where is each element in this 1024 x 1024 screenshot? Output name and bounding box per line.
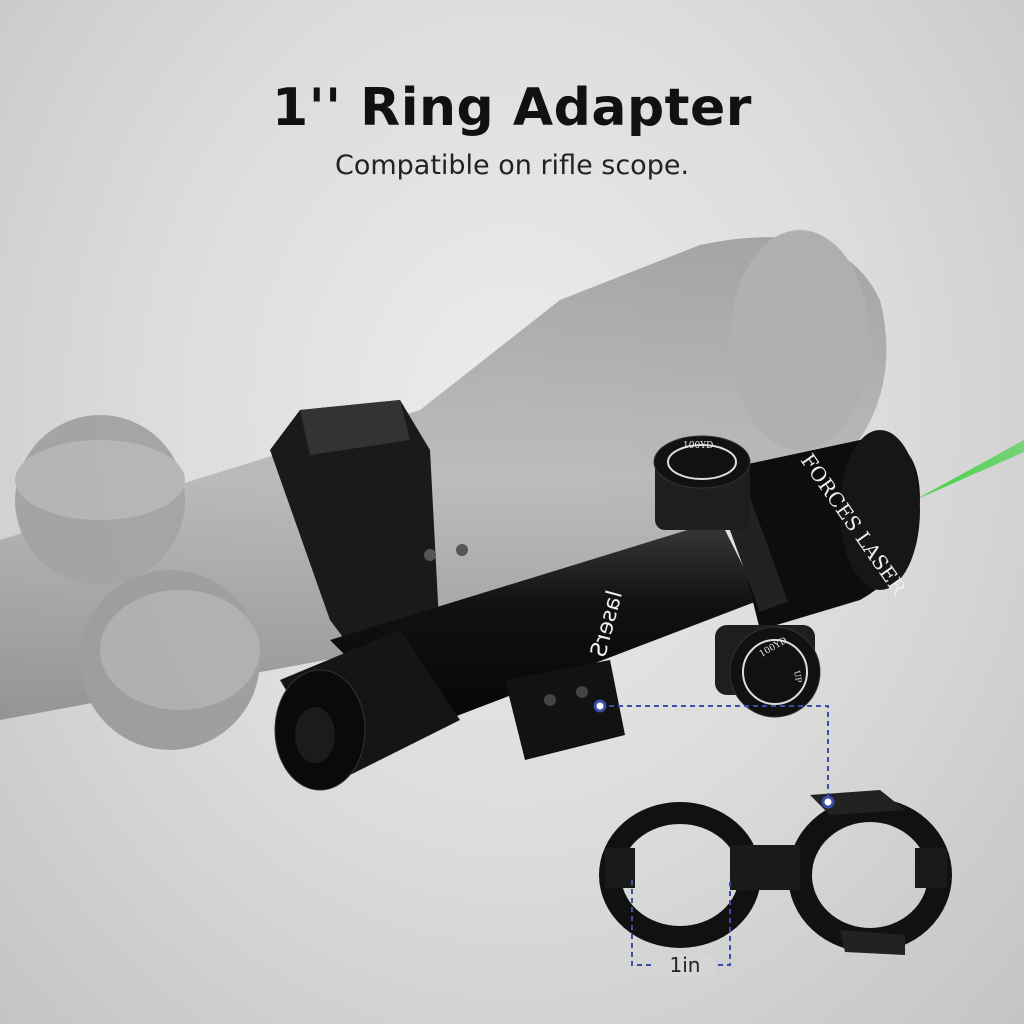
page-title: 1'' Ring Adapter [272,78,752,138]
callout-dot [593,699,607,713]
dimension-bracket [631,880,731,966]
laser-beam [915,440,1024,500]
scope-ring-mount [270,400,468,660]
dimension-label: 1in [669,953,701,977]
laser-sight [274,430,920,791]
knob-top-label: 100YD [683,441,713,451]
callout-dot [821,795,835,809]
rifle-scope [0,230,887,750]
ring-adapter [599,790,952,955]
callout-line [600,705,829,800]
knob-up-label: UP [792,670,803,684]
page-subtitle: Compatible on rifle scope. [334,150,690,181]
